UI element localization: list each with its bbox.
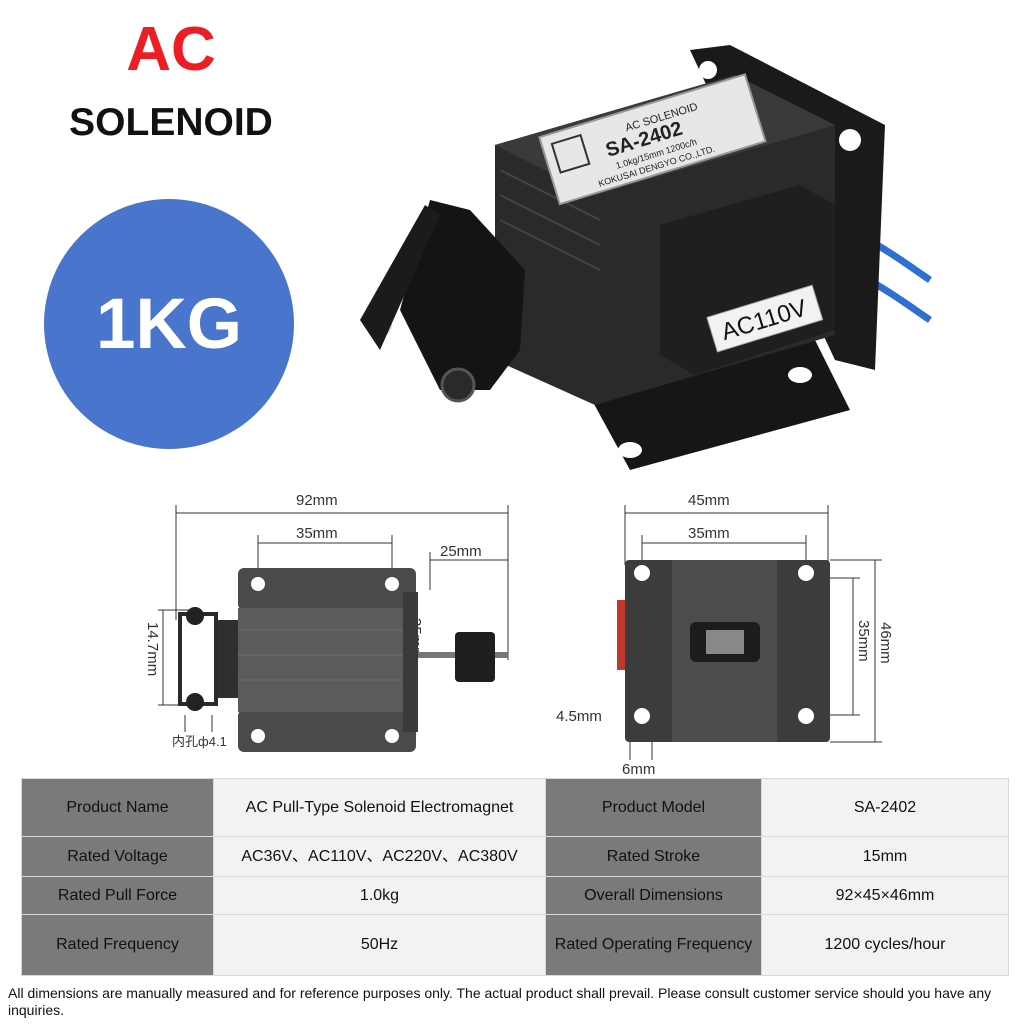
- spec-key: Product Name: [21, 778, 214, 837]
- spec-table: Product Name AC Pull-Type Solenoid Elect…: [21, 778, 1009, 976]
- spec-value: 1.0kg: [213, 876, 546, 915]
- spec-value: 50Hz: [213, 914, 546, 976]
- spec-value: 1200 cycles/hour: [761, 914, 1009, 976]
- table-row: Product Name AC Pull-Type Solenoid Elect…: [21, 778, 1009, 837]
- spec-key: Rated Stroke: [545, 836, 762, 877]
- spec-key: Rated Pull Force: [21, 876, 214, 915]
- spec-key: Rated Frequency: [21, 914, 214, 976]
- spec-key: Overall Dimensions: [545, 876, 762, 915]
- disclaimer: All dimensions are manually measured and…: [8, 985, 992, 1018]
- plunger-bracket: [400, 200, 525, 390]
- force-badge-text: 1KG: [96, 284, 242, 364]
- dim-total-length: 92mm: [296, 492, 338, 509]
- dim-plunger-ext: 25mm: [440, 543, 482, 560]
- table-row: Rated Pull Force 1.0kg Overall Dimension…: [21, 876, 1009, 915]
- dim-height-inner: 35mm: [855, 620, 872, 662]
- spec-value: AC36V、AC110V、AC220V、AC380V: [213, 836, 546, 877]
- dim-height: 46mm: [877, 622, 894, 664]
- spec-value: AC Pull-Type Solenoid Electromagnet: [213, 778, 546, 837]
- side-view: 45mm 35mm 35mm 46mm 4.5mm 6mm: [556, 492, 894, 778]
- spec-value: 92×45×46mm: [761, 876, 1009, 915]
- dim-inner-hole: 内孔ф4.1: [172, 734, 227, 749]
- spec-key: Rated Voltage: [21, 836, 214, 877]
- front-view: 92mm 35mm 25mm 35mm 14.7mm 内孔ф4.1: [144, 492, 509, 752]
- dim-width: 45mm: [688, 492, 730, 509]
- dimension-drawings: 92mm 35mm 25mm 35mm 14.7mm 内孔ф4.1: [144, 492, 894, 778]
- table-row: Rated Voltage AC36V、AC110V、AC220V、AC380V…: [21, 836, 1009, 877]
- spec-value: SA-2402: [761, 778, 1009, 837]
- title-solenoid: SOLENOID: [69, 101, 273, 144]
- product-photo: AC SOLENOID SA-2402 1.0kg/15mm 1200c/h K…: [360, 45, 932, 470]
- title-ac: AC: [126, 15, 216, 84]
- nameplate: AC SOLENOID SA-2402 1.0kg/15mm 1200c/h K…: [538, 73, 767, 206]
- dim-hole-spacing: 35mm: [296, 525, 338, 542]
- dim-side-hole-spacing: 35mm: [688, 525, 730, 542]
- dim-offset-bottom: 4.5mm: [556, 708, 602, 725]
- spec-key: Product Model: [545, 778, 762, 837]
- force-badge: 1KG: [44, 199, 294, 449]
- spec-value: 15mm: [761, 836, 1009, 877]
- table-row: Rated Frequency 50Hz Rated Operating Fre…: [21, 914, 1009, 976]
- spec-key: Rated Operating Frequency: [545, 914, 762, 976]
- dim-frame-width: 14.7mm: [144, 622, 161, 676]
- dim-offset-side: 6mm: [622, 761, 655, 778]
